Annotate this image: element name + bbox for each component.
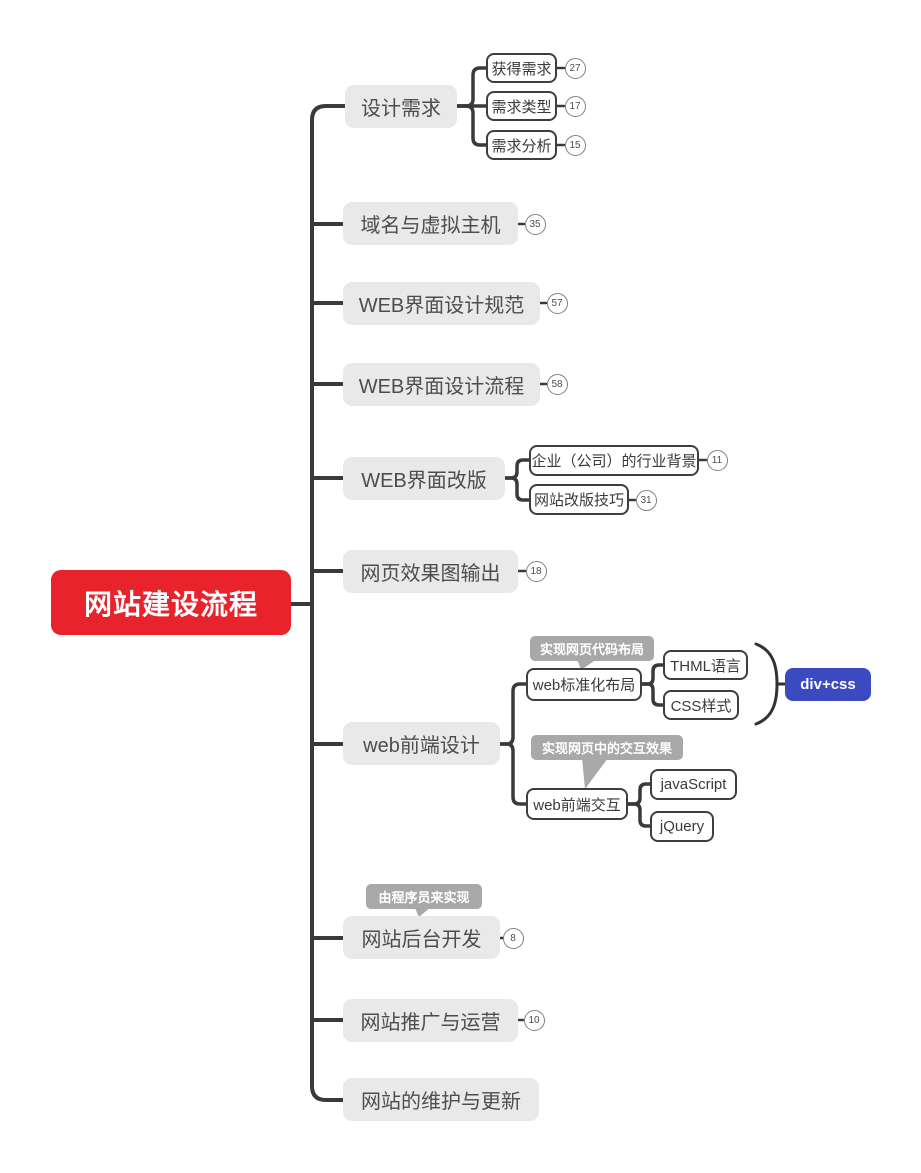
child-label: THML语言 (670, 657, 741, 675)
branch-label: 网站推广与运营 (360, 1012, 501, 1034)
chip-div-css[interactable]: div+css (785, 668, 871, 701)
node-badge[interactable]: 17 (564, 95, 586, 117)
branch-web-ui-redesign[interactable]: WEB界面改版 (343, 457, 505, 500)
child-label: web标准化布局 (532, 677, 636, 694)
branch-label: WEB界面改版 (361, 470, 487, 492)
branch-web-frontend-design[interactable]: web前端设计 (343, 722, 500, 765)
child-label: jQuery (659, 818, 705, 835)
node-badge[interactable]: 15 (564, 134, 586, 156)
callout-label: 实现网页中的交互效果 (541, 741, 672, 756)
node-badge[interactable]: 31 (635, 489, 657, 511)
branch-label: 网站的维护与更新 (361, 1091, 521, 1113)
child-css-style[interactable]: CSS样式 (663, 690, 739, 720)
child-label: 需求类型 (491, 98, 552, 116)
node-badge[interactable]: 11 (706, 449, 728, 471)
branch-website-maintenance[interactable]: 网站的维护与更新 (343, 1078, 539, 1121)
callout-interaction-effect: 实现网页中的交互效果 (531, 735, 683, 760)
child-requirement-analysis[interactable]: 需求分析 (486, 130, 557, 160)
callout-code-layout: 实现网页代码布局 (530, 636, 654, 661)
child-javascript[interactable]: javaScript (650, 769, 737, 800)
root-label: 网站建设流程 (83, 588, 258, 620)
callout-by-programmer: 由程序员来实现 (366, 884, 482, 909)
group-brace (754, 642, 788, 726)
node-badge[interactable]: 8 (502, 927, 524, 949)
child-label: web前端交互 (533, 796, 621, 814)
branch-website-backend-dev[interactable]: 网站后台开发 (343, 916, 500, 959)
child-web-standard-layout[interactable]: web标准化布局 (526, 668, 642, 701)
child-label: 需求分析 (491, 137, 552, 155)
branch-label: 域名与虚拟主机 (360, 215, 501, 237)
child-site-redesign-tips[interactable]: 网站改版技巧 (529, 484, 629, 515)
root-node[interactable]: 网站建设流程 (51, 570, 291, 635)
callout-label: 实现网页代码布局 (539, 642, 644, 657)
child-label: 获得需求 (491, 60, 552, 78)
child-jquery[interactable]: jQuery (650, 811, 714, 842)
node-badge[interactable]: 35 (524, 213, 546, 235)
branch-domain-hosting[interactable]: 域名与虚拟主机 (343, 202, 518, 245)
child-requirement-types[interactable]: 需求类型 (486, 91, 557, 121)
branch-label: 网站后台开发 (361, 929, 482, 951)
callout-label: 由程序员来实现 (378, 890, 470, 905)
branch-web-ui-standards[interactable]: WEB界面设计规范 (343, 282, 540, 325)
node-badge[interactable]: 58 (546, 373, 568, 395)
child-web-frontend-interaction[interactable]: web前端交互 (526, 788, 628, 820)
child-label: 企业（公司）的行业背景 (531, 453, 697, 470)
branch-label: WEB界面设计规范 (358, 295, 525, 317)
child-get-requirements[interactable]: 获得需求 (486, 53, 557, 83)
branch-web-ui-process[interactable]: WEB界面设计流程 (343, 363, 540, 406)
branch-label: web前端设计 (363, 735, 480, 757)
node-badge[interactable]: 10 (523, 1009, 545, 1031)
child-label: javaScript (660, 776, 727, 793)
node-badge[interactable]: 18 (525, 560, 547, 582)
branch-website-promotion[interactable]: 网站推广与运营 (343, 999, 518, 1042)
branch-label: 设计需求 (361, 98, 441, 120)
branch-design-requirements[interactable]: 设计需求 (345, 85, 457, 128)
child-label: CSS样式 (670, 697, 732, 715)
node-badge[interactable]: 27 (564, 57, 586, 79)
node-badge[interactable]: 57 (546, 292, 568, 314)
child-company-industry-background[interactable]: 企业（公司）的行业背景 (529, 445, 699, 476)
child-label: 网站改版技巧 (533, 492, 624, 509)
child-thml-language[interactable]: THML语言 (663, 650, 748, 680)
chip-label: div+css (800, 676, 856, 693)
branch-label: WEB界面设计流程 (358, 376, 525, 398)
branch-label: 网页效果图输出 (360, 563, 501, 585)
branch-webpage-mockup-output[interactable]: 网页效果图输出 (343, 550, 518, 593)
